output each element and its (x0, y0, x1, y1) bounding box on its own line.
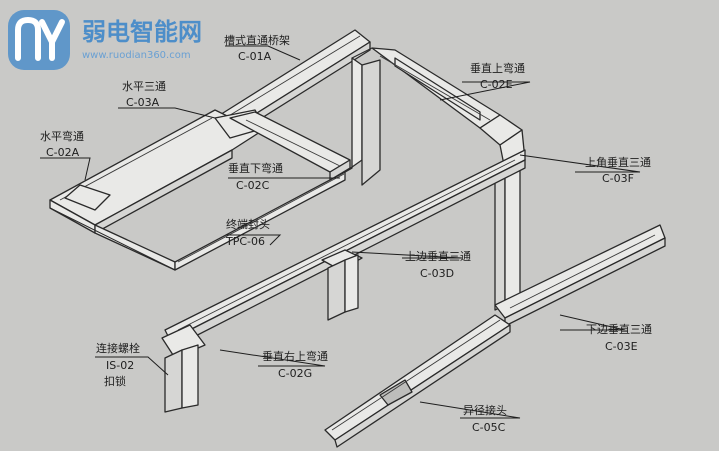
horizontal-elbow (49, 184, 176, 271)
watermark-url: www.ruodian360.com (82, 50, 191, 61)
label-c05c: 异径接头 C-05C (463, 404, 507, 434)
label-code: C-03E (605, 340, 638, 353)
label-code: C-03F (602, 172, 634, 185)
straight-tray-front (174, 171, 346, 271)
label-name: 水平三通 (122, 80, 166, 93)
label-code: IS-02 (106, 359, 134, 372)
label-c03f: 上角垂直三通 C-03F (585, 155, 651, 185)
label-name: 连接螺栓 (96, 341, 140, 355)
label-code: C-02A (46, 146, 80, 159)
label-code: C-03A (126, 96, 160, 109)
vertical-right-up-elbow (161, 324, 206, 413)
watermark-site-name: 弱电智能网 (82, 18, 202, 46)
reducer-joint (324, 314, 511, 448)
label-code: C-03D (420, 267, 454, 280)
label-name: 终端封头 (226, 217, 270, 231)
vertical-down-elbow (344, 47, 381, 186)
label-c02e: 垂直上弯通 C-02E (470, 61, 525, 91)
straight-tray-middle (229, 111, 351, 181)
label-name: 上边垂直三通 (405, 249, 471, 263)
label-c03a: 水平三通 C-03A (122, 80, 166, 109)
upper-edge-vertical-tee (321, 249, 363, 321)
label-code: C-02G (278, 367, 312, 380)
label-name: 异径接头 (463, 404, 507, 417)
label-code: C-02E (480, 78, 513, 91)
label-tpc06: 终端封头 TPC-06 (225, 217, 270, 248)
label-name: 垂直下弯通 (228, 161, 283, 175)
label-c03e: 下边垂直三通 C-03E (586, 322, 652, 353)
label-extra: 扣锁 (104, 374, 126, 388)
label-code: C-01A (238, 50, 272, 63)
label-c02c: 垂直下弯通 C-02C (228, 161, 283, 192)
label-c02g: 垂直右上弯通 C-02G (262, 349, 328, 380)
straight-tray-upper (214, 29, 371, 139)
label-c03d: 上边垂直三通 C-03D (405, 249, 471, 280)
leader-lines (40, 45, 641, 419)
label-name: 上角垂直三通 (585, 155, 651, 169)
watermark-logo-icon (8, 10, 70, 70)
label-code: C-05C (472, 421, 506, 434)
label-code: C-02C (236, 179, 270, 192)
label-name: 下边垂直三通 (586, 322, 652, 336)
label-name: 垂直上弯通 (470, 61, 525, 75)
label-name: 垂直右上弯通 (262, 349, 328, 363)
label-is02: 连接螺栓 IS-02 扣锁 (96, 341, 140, 388)
label-name: 槽式直通桥架 (224, 33, 290, 47)
label-code: TPC-06 (225, 235, 265, 248)
label-name: 水平弯通 (40, 129, 84, 143)
watermark: 弱电智能网 www.ruodian360.com (8, 10, 202, 70)
label-c02a: 水平弯通 C-02A (40, 129, 84, 159)
label-c01a: 槽式直通桥架 C-01A (224, 33, 290, 63)
